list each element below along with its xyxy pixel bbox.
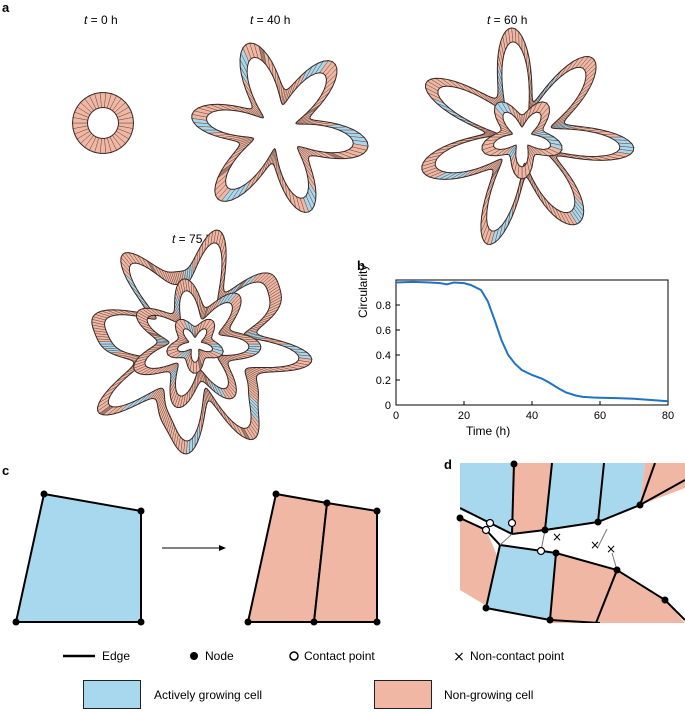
svg-text:×: × — [590, 538, 600, 552]
svg-text:×: × — [606, 542, 616, 556]
node — [373, 507, 381, 515]
node — [137, 507, 145, 515]
legend-edge: Edge — [102, 649, 131, 663]
y-tick-label: 0.4 — [376, 350, 391, 362]
x-tick-label: 20 — [458, 410, 470, 422]
node — [323, 499, 331, 507]
node-legend-icon — [190, 652, 198, 660]
node — [310, 618, 318, 626]
svg-text:×: × — [552, 530, 562, 544]
inner-edge — [86, 107, 119, 139]
time-label-60h: t = 60 h — [487, 13, 528, 27]
outer-edge — [481, 101, 563, 180]
node — [373, 618, 381, 626]
node — [40, 490, 48, 498]
outer-edge — [91, 229, 313, 455]
inner-edge — [434, 41, 621, 232]
arrow-head — [219, 545, 226, 551]
inner-edge — [206, 56, 354, 199]
legend-non-growing: Non-growing cell — [444, 688, 534, 702]
outer-edge — [421, 27, 635, 245]
legend-growing: Actively growing cell — [154, 688, 263, 702]
panel-label-c: c — [2, 463, 10, 478]
legend-node: Node — [205, 649, 234, 663]
panel-label-b: b — [357, 258, 365, 273]
time-label-0h: t = 0 h — [84, 13, 118, 27]
y-tick-label: 0.8 — [376, 300, 391, 312]
x-tick-label: 60 — [594, 410, 606, 422]
time-label-40h: t = 40 h — [250, 13, 291, 27]
outer-edge — [71, 92, 134, 154]
noncontact-legend-icon: × — [453, 649, 465, 665]
y-tick-label: 0.2 — [376, 375, 391, 387]
x-tick-label: 80 — [662, 410, 674, 422]
inner-edge — [176, 328, 214, 363]
legend-contact: Contact point — [304, 649, 375, 663]
outer-edge — [191, 42, 369, 213]
panel-label-a: a — [2, 0, 10, 15]
inner-edge — [144, 290, 250, 397]
node — [244, 618, 252, 626]
y-tick-label: 0.6 — [376, 325, 391, 337]
circularity-line — [395, 280, 669, 403]
outer-edge — [133, 278, 262, 409]
contact-legend-icon — [289, 651, 299, 661]
x-tick-label: 40 — [526, 410, 538, 422]
node — [12, 618, 20, 626]
growing-legend-swatch — [83, 680, 141, 709]
x-tick-label: 0 — [393, 410, 399, 422]
chart-xlabel: Time (h) — [466, 424, 511, 438]
outer-edge — [166, 318, 224, 374]
inner-edge — [492, 111, 552, 168]
non-growing-legend-swatch — [374, 680, 432, 709]
node — [272, 490, 280, 498]
legend-noncontact: Non-contact point — [470, 649, 565, 663]
panel-label-d: d — [444, 457, 452, 472]
node — [137, 618, 145, 626]
y-tick-label: 0 — [385, 400, 391, 412]
